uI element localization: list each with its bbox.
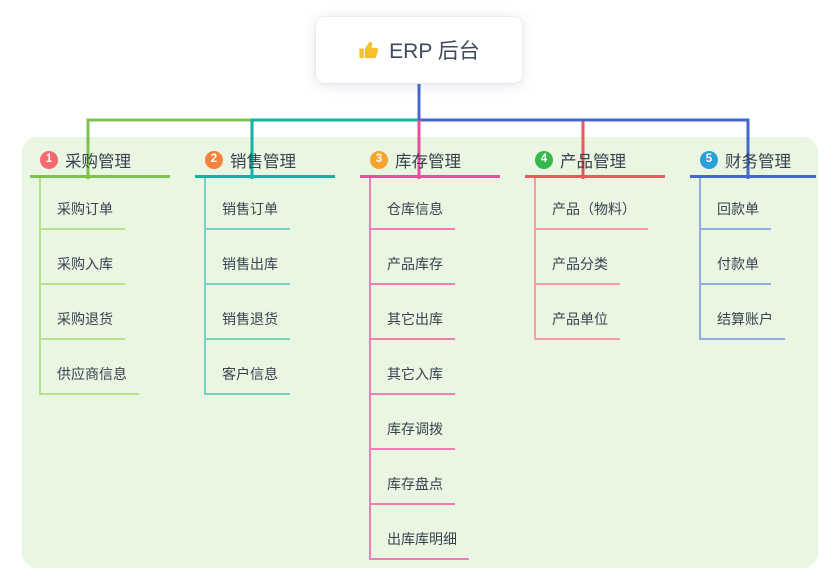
branch-label: 采购管理 (65, 153, 131, 171)
branch-label: 销售管理 (230, 153, 296, 171)
branch-children: 仓库信息 产品库存 其它出库 其它入库 库存调拨 库存盘点 出库库明细 (369, 178, 500, 560)
branch-number-badge: 3 (370, 151, 388, 169)
branch-label: 财务管理 (725, 153, 791, 171)
leaf-node[interactable]: 销售出库 (204, 230, 290, 285)
leaf-node[interactable]: 结算账户 (699, 285, 785, 340)
leaf-node[interactable]: 销售退货 (204, 285, 290, 340)
leaf-node[interactable]: 出库库明细 (369, 505, 469, 560)
leaf-node[interactable]: 供应商信息 (39, 340, 139, 395)
branch-node-finance[interactable]: 5 财务管理 (690, 145, 816, 178)
branch-inventory: 3 库存管理 仓库信息 产品库存 其它出库 其它入库 库存调拨 库存盘点 出库库… (360, 145, 500, 560)
leaf-node[interactable]: 销售订单 (204, 178, 290, 230)
root-node-label: ERP 后台 (389, 40, 480, 63)
leaf-node[interactable]: 其它出库 (369, 285, 455, 340)
branch-node-purchase[interactable]: 1 采购管理 (30, 145, 170, 178)
leaf-node[interactable]: 客户信息 (204, 340, 290, 395)
root-node-erp[interactable]: ERP 后台 (316, 17, 522, 83)
leaf-node[interactable]: 付款单 (699, 230, 771, 285)
branch-number-badge: 5 (700, 151, 718, 169)
leaf-node[interactable]: 库存盘点 (369, 450, 455, 505)
branch-product: 4 产品管理 产品（物料） 产品分类 产品单位 (525, 145, 665, 340)
branch-finance: 5 财务管理 回款单 付款单 结算账户 (690, 145, 816, 340)
leaf-node[interactable]: 产品（物料） (534, 178, 648, 230)
branches-panel (22, 137, 818, 568)
leaf-node[interactable]: 其它入库 (369, 340, 455, 395)
branch-number-badge: 2 (205, 151, 223, 169)
branch-purchase: 1 采购管理 采购订单 采购入库 采购退货 供应商信息 (30, 145, 170, 395)
leaf-node[interactable]: 库存调拨 (369, 395, 455, 450)
branch-children: 采购订单 采购入库 采购退货 供应商信息 (39, 178, 170, 395)
branch-node-sales[interactable]: 2 销售管理 (195, 145, 335, 178)
thumbs-up-icon (358, 39, 380, 61)
leaf-node[interactable]: 采购订单 (39, 178, 125, 230)
leaf-node[interactable]: 采购入库 (39, 230, 125, 285)
leaf-node[interactable]: 仓库信息 (369, 178, 455, 230)
leaf-node[interactable]: 产品单位 (534, 285, 620, 340)
leaf-node[interactable]: 回款单 (699, 178, 771, 230)
branch-number-badge: 4 (535, 151, 553, 169)
leaf-node[interactable]: 采购退货 (39, 285, 125, 340)
branch-node-inventory[interactable]: 3 库存管理 (360, 145, 500, 178)
branch-children: 销售订单 销售出库 销售退货 客户信息 (204, 178, 335, 395)
leaf-node[interactable]: 产品分类 (534, 230, 620, 285)
branch-label: 产品管理 (560, 153, 626, 171)
leaf-node[interactable]: 产品库存 (369, 230, 455, 285)
branch-children: 产品（物料） 产品分类 产品单位 (534, 178, 665, 340)
branch-number-badge: 1 (40, 151, 58, 169)
branch-label: 库存管理 (395, 153, 461, 171)
branch-sales: 2 销售管理 销售订单 销售出库 销售退货 客户信息 (195, 145, 335, 395)
branch-children: 回款单 付款单 结算账户 (699, 178, 816, 340)
branch-node-product[interactable]: 4 产品管理 (525, 145, 665, 178)
